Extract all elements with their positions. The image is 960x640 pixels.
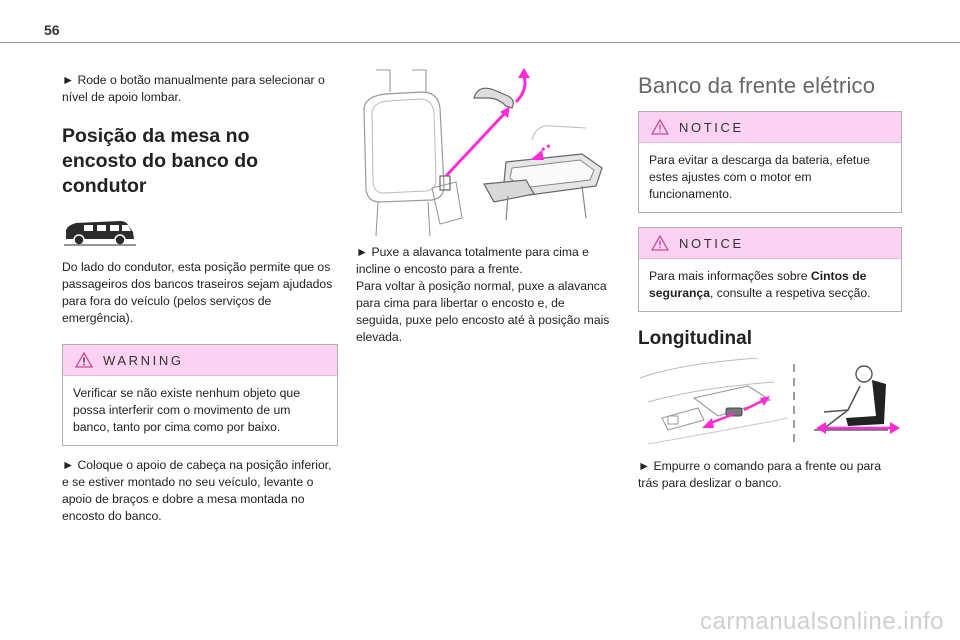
- electric-seat-title: Banco da frente elétrico: [638, 73, 876, 98]
- step-pull-lever: ► Puxe a alavanca totalmente para cima e…: [356, 245, 589, 276]
- warning-triangle-icon: [651, 235, 669, 251]
- notice-box-battery: NOTICE Para evitar a descarga da bateria…: [638, 111, 902, 213]
- seat-fold-illustration: [356, 68, 612, 238]
- notice-text-seatbelt: Para mais informações sobre Cintos de se…: [649, 269, 871, 300]
- column-left: ► Rode o botão manualmente para selecion…: [62, 70, 338, 525]
- step-return-normal: Para voltar à posição normal, puxe a ala…: [356, 279, 610, 344]
- longitudinal-heading: Longitudinal: [638, 328, 752, 349]
- step-slide-seat: ► Empurre o comando para a frente ou par…: [638, 459, 882, 490]
- step-headrest: ► Coloque o apoio de cabeça na posição i…: [62, 458, 332, 523]
- lumbar-instruction: ► Rode o botão manualmente para selecion…: [62, 73, 325, 104]
- notice-label: NOTICE: [679, 119, 744, 135]
- warning-triangle-icon: [651, 119, 669, 135]
- column-right: Banco da frente elétrico NOTICE Para evi…: [638, 70, 902, 492]
- warning-label: WARNING: [103, 352, 184, 368]
- notice-text-battery: Para evitar a descarga da bateria, efetu…: [649, 153, 870, 201]
- warning-box: WARNING Verificar se não existe nenhum o…: [62, 344, 338, 446]
- watermark: carmanualsonline.info: [700, 608, 944, 635]
- intro-paragraph: Do lado do condutor, esta posição permit…: [62, 260, 333, 325]
- van-icon: [62, 217, 138, 247]
- notice-box-seatbelt: NOTICE Para mais informações sobre Cinto…: [638, 227, 902, 312]
- header-rule: [0, 42, 960, 43]
- longitudinal-illustration: [638, 357, 902, 454]
- seatbelt-reference: Cintos de segurança: [649, 269, 867, 300]
- section-title: Posição da mesa no encosto do banco do c…: [62, 125, 259, 197]
- column-middle: ► Puxe a alavanca totalmente para cima e…: [356, 68, 612, 346]
- warning-triangle-icon: [75, 352, 93, 368]
- warning-text: Verificar se não existe nenhum objeto qu…: [73, 386, 300, 434]
- page-number: 56: [44, 22, 60, 38]
- notice-label: NOTICE: [679, 235, 744, 251]
